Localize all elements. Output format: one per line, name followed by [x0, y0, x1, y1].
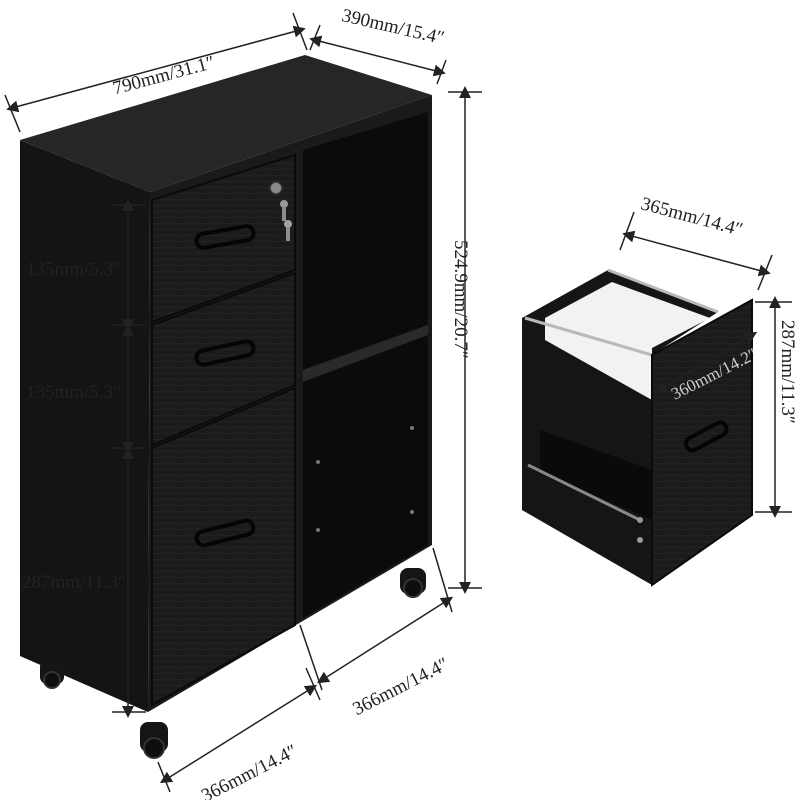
detail-drawer-height-label: 287mm/11.3″ [777, 320, 798, 424]
drawer-handle [683, 420, 729, 453]
shelf-pin [316, 460, 320, 464]
detail-drawer-depth-label: 365mm/14.4″ [639, 193, 745, 240]
caster-wheel [40, 660, 64, 689]
slide-screw [637, 517, 643, 523]
drawer-top [151, 153, 296, 324]
cabinet-left-side [20, 140, 150, 712]
drawer-bottom [151, 386, 296, 707]
slide-screw [637, 537, 643, 543]
hanging-rail [524, 316, 653, 357]
drawer-handle [194, 224, 256, 250]
drawer-handle [194, 339, 256, 367]
drawer-slide [527, 463, 641, 522]
drawer-box-interior [545, 282, 710, 400]
drawer-top-height-label: 135mm/5.3″ [26, 259, 121, 280]
shelf-pin [410, 426, 414, 430]
drawer-bottom-height-label: 287mm/11.3″ [22, 572, 126, 593]
cabinet-top [20, 55, 432, 192]
key-icon [280, 200, 292, 241]
shelf-pin [316, 528, 320, 532]
main-cabinet [20, 55, 432, 759]
caster-wheel [140, 722, 168, 759]
overall-depth-label: 390mm/15.4″ [340, 5, 447, 49]
shelf-pin [410, 510, 414, 514]
shelf-divider [303, 325, 428, 382]
shelf-upper-opening [303, 112, 428, 370]
drawer-middle-height-label: 135mm/5.3″ [26, 382, 121, 403]
caster-wheel [400, 568, 426, 598]
overall-height-label: 524.9mm/20.7″ [450, 240, 471, 359]
detail-dimension-lines [619, 211, 792, 518]
dimension-lines [4, 12, 482, 793]
drawer-detail-view [522, 268, 753, 587]
lock-icon [269, 181, 283, 195]
shelf-lower-opening [303, 335, 428, 618]
drawer-box-bottom [540, 430, 652, 520]
right-section-width-label: 366mm/14.4″ [350, 654, 453, 720]
drawer-handle [194, 518, 256, 548]
hanging-rail [607, 268, 719, 314]
